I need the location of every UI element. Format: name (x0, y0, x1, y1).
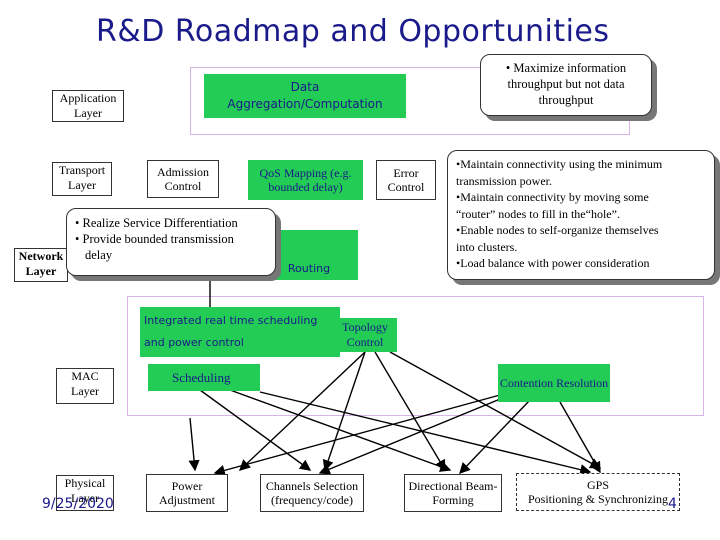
connectivity-line-3: •Maintain connectivity by moving some (456, 190, 649, 204)
line-cont-to-beam (459, 399, 531, 475)
integrated-scheduling-box: Integrated real time scheduling and powe… (140, 307, 340, 357)
admission-control-box: Admission Control (147, 160, 219, 198)
slide-date: 9/25/2020 (42, 496, 114, 512)
channels-selection-box: Channels Selection (frequency/code) (260, 474, 364, 512)
integrated-scheduling-line2: and power control (144, 336, 244, 349)
line-topo-to-beam (374, 351, 446, 472)
qos-callout: • Realize Service Differentiation • Prov… (66, 208, 276, 276)
scheduling-box: Scheduling (148, 364, 260, 391)
transport-layer-label: Transport Layer (52, 162, 112, 196)
topology-control-box: Topology Control (333, 318, 397, 352)
connectivity-line-2: transmission power. (456, 173, 552, 188)
line-sched-to-beam (229, 389, 452, 472)
qos-callout-line-3: delay (85, 248, 113, 262)
network-layer-label: Network Layer (14, 248, 68, 282)
slide-page-number: 4 (668, 496, 677, 512)
line-sched-to-channels (199, 389, 312, 471)
line-sched-to-gps (259, 391, 592, 476)
qos-mapping-box: QoS Mapping (e.g. bounded delay) (248, 160, 363, 200)
connectivity-line-1: •Maintain connectivity using the minimum (456, 157, 663, 171)
power-adjustment-box: Power Adjustment (146, 474, 228, 512)
error-control-box: Error Control (376, 160, 436, 200)
physical-layer-label: Physical Layer (56, 475, 114, 511)
throughput-callout: • Maximize information throughput but no… (480, 54, 652, 116)
application-layer-label: Application Layer (52, 90, 124, 122)
line-topo-to-power (238, 351, 366, 471)
data-aggregation-box: Data Aggregation/Computation (204, 74, 406, 118)
qos-callout-line-2: • Provide bounded transmission (75, 232, 234, 246)
qos-callout-line-1: • Realize Service Differentiation (75, 216, 238, 230)
slide-title: R&D Roadmap and Opportunities (96, 14, 610, 49)
line-topo-to-gps (389, 351, 602, 469)
connectivity-line-4: “router” nodes to fill in the“hole”. (456, 206, 620, 221)
gps-line2: Positioning & Synchronizing (527, 492, 668, 506)
line-topo-to-channels (322, 351, 366, 472)
connectivity-line-7: •Load balance with power consideration (456, 256, 650, 270)
contention-resolution-box: Contention Resolution (498, 364, 610, 402)
gps-box: GPS Positioning & Synchronizing (516, 473, 680, 511)
connectivity-callout: •Maintain connectivity using the minimum… (447, 150, 715, 280)
directional-beam-forming-box: Directional Beam-Forming (404, 474, 502, 512)
integrated-scheduling-line1: Integrated real time scheduling (144, 314, 318, 327)
line-cont-to-gps (559, 401, 601, 474)
connectivity-line-6: into clusters. (456, 239, 518, 254)
mac-band (127, 296, 704, 416)
line-cont-to-channels (318, 394, 511, 475)
gps-line1: GPS (586, 478, 609, 492)
line-cont-to-power (213, 394, 501, 476)
mac-layer-label: MAC Layer (56, 368, 114, 404)
connectivity-line-5: •Enable nodes to self-organize themselve… (456, 223, 659, 237)
line-sched-to-power (188, 417, 200, 472)
